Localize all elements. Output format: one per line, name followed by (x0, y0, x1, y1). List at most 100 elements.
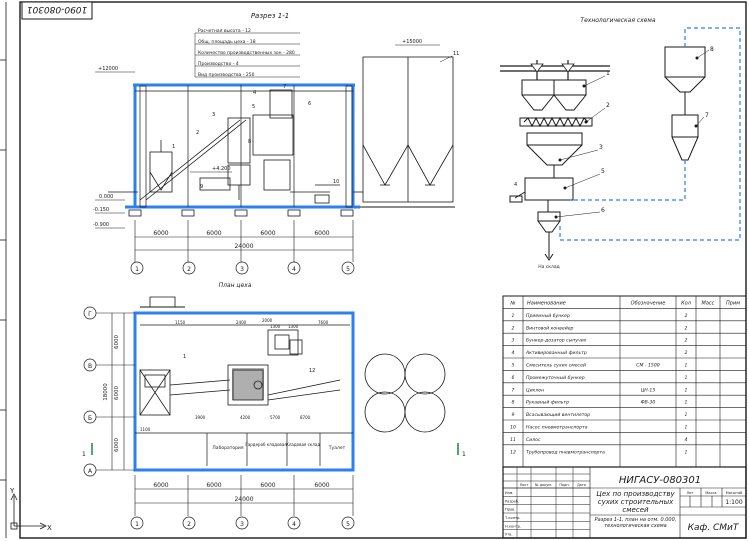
tech-mixer (509, 177, 574, 212)
spec-cell: 1 (685, 449, 688, 455)
tech-mark-3: 3 (599, 144, 603, 151)
plan-axis-3: 3 (240, 521, 244, 528)
section-mark-8: 8 (248, 139, 251, 145)
spec-cell: 1 (685, 363, 688, 369)
tb-mass-label: Масса (705, 491, 716, 495)
spec-cell: Промежуточный бункер (526, 375, 585, 381)
tech-dosing-hopper (526, 132, 583, 178)
tech-bottom-label: На склад (538, 264, 560, 270)
spec-cell: Силос (526, 437, 541, 443)
level-0: 0.000 (99, 194, 113, 200)
tb-col-header: № докум. (535, 483, 552, 487)
tb-role: Н.контр. (505, 524, 521, 528)
tb-project: Цех по производству сухих строительных с… (596, 490, 675, 514)
section-mark-2: 2 (196, 130, 199, 136)
inner-dim-8: 4200 (240, 415, 251, 420)
level-marks (95, 44, 440, 229)
tech-lines (500, 60, 610, 80)
section-notes (194, 32, 300, 78)
tech-mark-4: 4 (514, 182, 517, 188)
section-mark-3: 3 (212, 112, 215, 118)
plan-row-bubbles (83, 306, 97, 477)
section-view: Разрез 1-1 Расчетная высота - 12 Общ. пл… (93, 12, 459, 275)
room-store: Кладовая склад (286, 442, 320, 447)
spec-cell: Смеситель сухих смесей (526, 363, 586, 369)
tb-org: Каф. СМиТ (688, 523, 740, 533)
section-mark-4: 4 (253, 90, 256, 96)
tech-mark-8: 8 (710, 46, 714, 53)
spec-header: Обозначение (631, 301, 666, 307)
plan-silos (364, 353, 446, 433)
inner-dim-10: 8700 (300, 415, 311, 420)
plan-axis-bubbles (130, 516, 355, 530)
title-block: Изм.Разраб.Пров.Т.контр.Н.контр.Утв.Лист… (502, 466, 747, 539)
spec-cell: ФВ-30 (641, 400, 656, 406)
section-mark-10: 10 (333, 179, 339, 185)
coord-y-label: Y (9, 487, 15, 495)
plan-dim-3: 6000 (260, 482, 275, 489)
tech-screw-conveyor (519, 117, 593, 127)
spec-header: Масс (702, 301, 715, 307)
spec-cell: 1 (685, 425, 688, 431)
tech-mark-2: 2 (606, 102, 610, 109)
tech-title: Технологическая схема (580, 17, 655, 24)
spec-cell: 9 (512, 412, 515, 418)
spec-cell: 4 (512, 350, 515, 356)
tb-role: Утв. (505, 533, 513, 537)
sheet-frame (19, 1, 747, 539)
margin-ticks (0, 59, 6, 481)
inner-dim-6: 1300 (288, 324, 299, 329)
tb-scale: 1:100 (725, 499, 742, 506)
plan-axis-4: 4 (292, 521, 296, 528)
plan-mark-1: 1 (183, 354, 186, 360)
tb-col-header: Лист (520, 483, 529, 487)
room-wc: Туалет (328, 445, 346, 451)
spec-cell: 5 (512, 363, 515, 369)
inner-dim-11: 1100 (140, 427, 151, 432)
row-dim-2: 6000 (114, 386, 120, 400)
spec-cell: 6 (512, 375, 515, 381)
section-mark-9: 9 (200, 184, 203, 190)
section-mark-5: 5 (252, 104, 255, 110)
tb-role: Изм. (505, 491, 513, 495)
inner-dim-7: 3900 (195, 415, 206, 420)
row-dim-3: 6000 (114, 438, 120, 452)
section-title: Разрез 1-1 (251, 12, 289, 20)
spec-cell: Всасывающий вентилятор (526, 412, 590, 418)
spec-cell: 1 (685, 387, 688, 393)
spec-header: Прим (726, 301, 740, 307)
tb-col-header: Подп. (559, 483, 569, 487)
spec-cell: Активированный фильтр (525, 350, 587, 356)
tech-mark-5: 5 (601, 168, 605, 175)
sec-dim-2: 6000 (206, 230, 221, 237)
note-2: Общ. площадь цеха - 18 (198, 39, 256, 45)
inner-dim-9: 5700 (270, 415, 281, 420)
rotated-stamp-code: 1090-080301 (27, 4, 88, 14)
section-mark-7: 7 (283, 84, 286, 90)
spec-cell: 1 (512, 313, 515, 319)
level-m015: -0.150 (93, 207, 109, 213)
inner-dim-2: 2400 (236, 320, 247, 325)
rotated-stamp-box (21, 1, 93, 20)
tb-role: Разраб. (505, 499, 519, 503)
spec-cell: 2 (512, 325, 515, 331)
plan-dim-lines (134, 475, 354, 516)
plan-dim-total: 24000 (234, 496, 253, 503)
plan-dim-2: 6000 (206, 482, 221, 489)
section-mark-11: 11 (453, 51, 459, 57)
inner-dim-1: 1150 (175, 320, 186, 325)
spec-cell: 2 (685, 313, 688, 319)
plan-axis-2: 2 (187, 521, 191, 528)
level-15000: +15000 (402, 39, 422, 45)
level-12000: +12000 (98, 66, 118, 72)
spec-cell: 3 (512, 338, 515, 344)
spec-cell: 2 (685, 325, 688, 331)
tb-code: НИГАСУ-080301 (619, 475, 701, 486)
note-5: Вид производства - 250 (198, 72, 255, 78)
plan-walls (135, 324, 353, 466)
section-mark-1: 1 (172, 144, 175, 150)
tb-scale-label: Масштаб (726, 491, 743, 495)
section-mark-6: 6 (308, 101, 311, 107)
sec-dim-1: 6000 (153, 230, 168, 237)
